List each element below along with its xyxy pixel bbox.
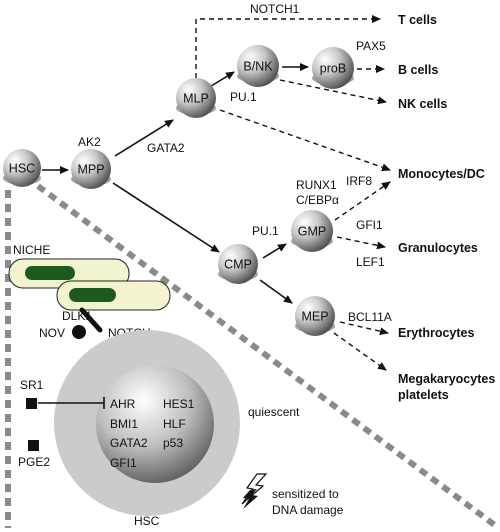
sr1-label: SR1: [20, 378, 44, 392]
arrow-cmp-mep: [259, 279, 293, 304]
arrow-mpp-mlp: [114, 119, 174, 157]
dashed-arrow-mep-megakaryocytes: [333, 332, 387, 371]
dashed-arrow-mlp-monocytes: [219, 109, 391, 172]
node-cmp-label: CMP: [224, 257, 252, 271]
arrow-cmp-gmp: [262, 243, 287, 259]
node-mpp-label: MPP: [77, 162, 104, 176]
outcome-t-cells: T cells: [398, 13, 437, 27]
quiescent-label: quiescent: [248, 405, 300, 419]
factor-gfi1: GFI1: [356, 218, 383, 232]
gene-gfi1: GFI1: [110, 456, 137, 470]
node-hsc-label: HSC: [9, 161, 35, 175]
gene-bmi1: BMI1: [110, 417, 138, 431]
gene-ahr: AHR: [110, 397, 136, 411]
dashed-arrow-gmp-monocytes: [334, 181, 391, 221]
outcome-monocytes-dc: Monocytes/DC: [398, 167, 485, 181]
lightning-icon: [241, 473, 268, 509]
node-mlp-label: MLP: [183, 91, 209, 105]
factor-cebpa: C/EBPα: [296, 193, 339, 207]
factor-notch1: NOTCH1: [250, 2, 300, 16]
boundary-dashed-diagonal: [36, 183, 498, 529]
sensitized-line2: DNA damage: [272, 503, 344, 517]
niche-nov-label: NOV: [39, 326, 65, 340]
dashed-arrow-bnk-nkcells: [279, 79, 387, 105]
factor-ak2: AK2: [78, 135, 101, 149]
node-cmp: CMP: [218, 244, 258, 284]
factor-gata2: GATA2: [147, 141, 185, 155]
dashed-arrow-mlp-tcells: [195, 15, 381, 78]
niche-cell-front: [56, 280, 171, 311]
pge2-square: [28, 440, 39, 451]
node-prob-label: proB: [320, 61, 346, 75]
factor-runx1: RUNX1: [296, 178, 337, 192]
outcome-nk-cells: NK cells: [398, 97, 447, 111]
outcome-b-cells: B cells: [398, 63, 438, 77]
node-mpp: MPP: [71, 149, 111, 189]
factor-irf8: IRF8: [346, 174, 372, 188]
outcome-erythrocytes: Erythrocytes: [398, 326, 474, 340]
hsc-cell-label: HSC: [134, 514, 160, 528]
pge2-label: PGE2: [18, 455, 50, 469]
hsc-cell: [54, 330, 240, 516]
node-mep-label: MEP: [301, 309, 328, 323]
node-prob: proB: [312, 47, 354, 89]
factor-bcl11a: BCL11A: [348, 310, 392, 324]
sr1-square: [26, 398, 37, 409]
outcome-platelets: platelets: [398, 388, 449, 402]
node-bnk: B/NK: [237, 45, 279, 87]
node-hsc: HSC: [3, 149, 41, 187]
niche-label: NICHE: [13, 243, 50, 257]
gene-hes1: HES1: [163, 397, 195, 411]
factor-pu1-bottom: PU.1: [252, 224, 279, 238]
dashed-arrow-gmp-granulocytes: [336, 236, 386, 250]
nov-dot: [72, 325, 86, 339]
outcome-megakaryocytes: Megakaryocytes: [398, 372, 495, 386]
outcome-granulocytes: Granulocytes: [398, 241, 478, 255]
node-mep: MEP: [295, 296, 335, 336]
node-mlp: MLP: [176, 78, 216, 118]
node-gmp: GMP: [291, 210, 333, 252]
node-gmp-label: GMP: [298, 224, 326, 238]
gene-gata2: GATA2: [110, 436, 148, 450]
sensitized-line1: sensitized to: [272, 487, 339, 501]
gene-hlf: HLF: [163, 417, 186, 431]
factor-pu1-top: PU.1: [230, 90, 257, 104]
gene-p53: p53: [163, 436, 183, 450]
node-bnk-label: B/NK: [243, 59, 273, 73]
factor-lef1: LEF1: [356, 255, 385, 269]
arrow-mlp-bnk: [207, 71, 235, 89]
factor-pax5: PAX5: [356, 39, 386, 53]
dlk1-notch-connector: [79, 307, 103, 333]
arrow-mpp-cmp: [112, 182, 220, 253]
